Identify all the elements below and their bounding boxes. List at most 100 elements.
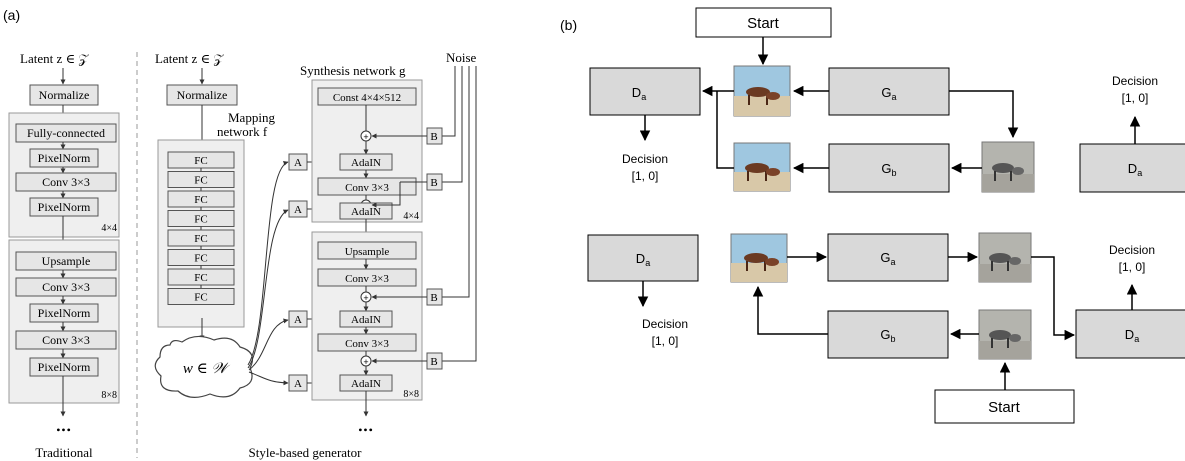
- mapping-label-1: Mapping: [228, 110, 275, 125]
- generator-a-2: [827, 233, 949, 282]
- traditional-fc-label: Fully-connected: [27, 126, 105, 140]
- svg-text:B: B: [430, 356, 437, 368]
- zebra-photo-1: [981, 141, 1035, 193]
- decision-value-3: [1, 0]: [652, 334, 679, 348]
- style-latent-label: Latent z ∈ 𝒵: [155, 51, 224, 66]
- svg-text:+: +: [363, 293, 368, 303]
- traditional-normalize-box: [29, 84, 99, 106]
- traditional-conv-1: Conv 3×3: [42, 175, 90, 189]
- synthesis-conv-1: [317, 177, 417, 196]
- svg-text:AdaIN: AdaIN: [351, 314, 381, 326]
- svg-text:Conv 3×3: Conv 3×3: [345, 273, 389, 285]
- decision-value-1: [1, 0]: [632, 169, 659, 183]
- panel-b-label: (b): [560, 17, 577, 33]
- svg-text:+: +: [363, 132, 368, 142]
- mapping-label-2: network f: [217, 124, 268, 139]
- panel-a: (a) Latent z ∈ 𝒵 Normalize Fully-connect…: [3, 7, 477, 460]
- decision-label-2: Decision: [1112, 74, 1158, 88]
- horse-photo-1: [733, 65, 791, 117]
- svg-text:AdaIN: AdaIN: [351, 206, 381, 218]
- svg-text:A: A: [294, 378, 302, 390]
- g-b-2-label: Gb: [880, 327, 895, 344]
- g-a-1-label: Ga: [881, 85, 896, 102]
- discriminator-a-4: [1075, 309, 1185, 359]
- discriminator-a-1: [589, 67, 701, 116]
- g-b-1-label: Gb: [881, 161, 896, 178]
- svg-text:B: B: [430, 177, 437, 189]
- traditional-res-4x4: 4×4: [101, 223, 117, 234]
- svg-text:Conv 3×3: Conv 3×3: [345, 338, 389, 350]
- svg-text:A: A: [294, 157, 302, 169]
- decision-label-1: Decision: [622, 152, 668, 166]
- d-a-4-label: Da: [1125, 327, 1139, 344]
- start-label-bottom: Start: [988, 399, 1021, 416]
- traditional-upsample: Upsample: [42, 254, 91, 268]
- const-box: [317, 87, 417, 106]
- start-box-bottom: [934, 389, 1075, 424]
- style-ellipsis: •••: [358, 423, 374, 437]
- start-label-top: Start: [747, 15, 780, 32]
- traditional-pixelnorm-3: PixelNorm: [38, 306, 91, 320]
- svg-text:A: A: [294, 314, 302, 326]
- zebra-photo-2: [978, 232, 1032, 283]
- traditional-pixelnorm-4: PixelNorm: [38, 360, 91, 374]
- fc-layer-label: FC: [194, 175, 207, 187]
- decision-value-2: [1, 0]: [1122, 91, 1149, 105]
- const-label: Const 4×4×512: [333, 92, 401, 104]
- svg-text:+: +: [363, 357, 368, 367]
- synthesis-conv-2: [317, 268, 417, 287]
- fc-layer-box: [167, 288, 235, 305]
- zebra-photo-3: [978, 309, 1032, 360]
- fc-layer-label: FC: [194, 253, 207, 265]
- generator-a-1: [828, 67, 950, 116]
- fc-layer-label: FC: [194, 292, 207, 304]
- traditional-pixelnorm-2: PixelNorm: [38, 200, 91, 214]
- fc-layer-label: FC: [194, 233, 207, 245]
- generator-b-1: [828, 143, 950, 193]
- panel-b: (b) Start Da Ga Decision [1, 0]: [560, 7, 1185, 424]
- fc-layer-label: FC: [194, 194, 207, 206]
- fc-layer-label: FC: [194, 272, 207, 284]
- horse-photo-3: [730, 233, 788, 283]
- horse-photo-2: [733, 142, 791, 192]
- w-cloud: [154, 335, 253, 398]
- start-box-top: [695, 7, 832, 38]
- discriminator-a-2: [1079, 143, 1185, 193]
- traditional-caption: Traditional: [35, 445, 93, 460]
- svg-text:AdaIN: AdaIN: [351, 157, 381, 169]
- style-caption: Style-based generator: [249, 445, 363, 460]
- decision-value-4: [1, 0]: [1119, 260, 1146, 274]
- synthesis-upsample: [317, 241, 417, 260]
- style-based-generator: Latent z ∈ 𝒵 Normalize Mapping network f…: [154, 50, 477, 460]
- svg-text:B: B: [430, 292, 437, 304]
- svg-text:B: B: [430, 131, 437, 143]
- d-a-3-label: Da: [636, 251, 650, 268]
- panel-a-label: (a): [3, 7, 20, 23]
- discriminator-a-3: [587, 234, 699, 282]
- traditional-res-8x8: 8×8: [101, 390, 117, 401]
- w-label: w ∈ 𝒲: [183, 361, 231, 377]
- traditional-conv-3: Conv 3×3: [42, 333, 90, 347]
- d-a-1-label: Da: [632, 85, 646, 102]
- traditional-pixelnorm-1: PixelNorm: [38, 151, 91, 165]
- traditional-conv-2: Conv 3×3: [42, 280, 90, 294]
- svg-text:Conv 3×3: Conv 3×3: [345, 182, 389, 194]
- decision-label-4: Decision: [1109, 243, 1155, 257]
- svg-text:AdaIN: AdaIN: [351, 378, 381, 390]
- synthesis-title: Synthesis network g: [300, 63, 406, 78]
- traditional-normalize-label: Normalize: [39, 88, 90, 102]
- synthesis-res-8x8: 8×8: [403, 389, 419, 400]
- traditional-generator: Latent z ∈ 𝒵 Normalize Fully-connected P…: [8, 51, 120, 460]
- synthesis-res-4x4: 4×4: [403, 211, 419, 222]
- svg-text:A: A: [294, 204, 302, 216]
- g-a-2-label: Ga: [880, 250, 895, 267]
- synthesis-conv-3: [317, 333, 417, 352]
- traditional-ellipsis: •••: [56, 423, 72, 437]
- d-a-2-label: Da: [1128, 161, 1142, 178]
- fc-layer-label: FC: [194, 214, 207, 226]
- svg-text:Upsample: Upsample: [345, 246, 390, 258]
- noise-title: Noise: [446, 50, 477, 65]
- decision-label-3: Decision: [642, 317, 688, 331]
